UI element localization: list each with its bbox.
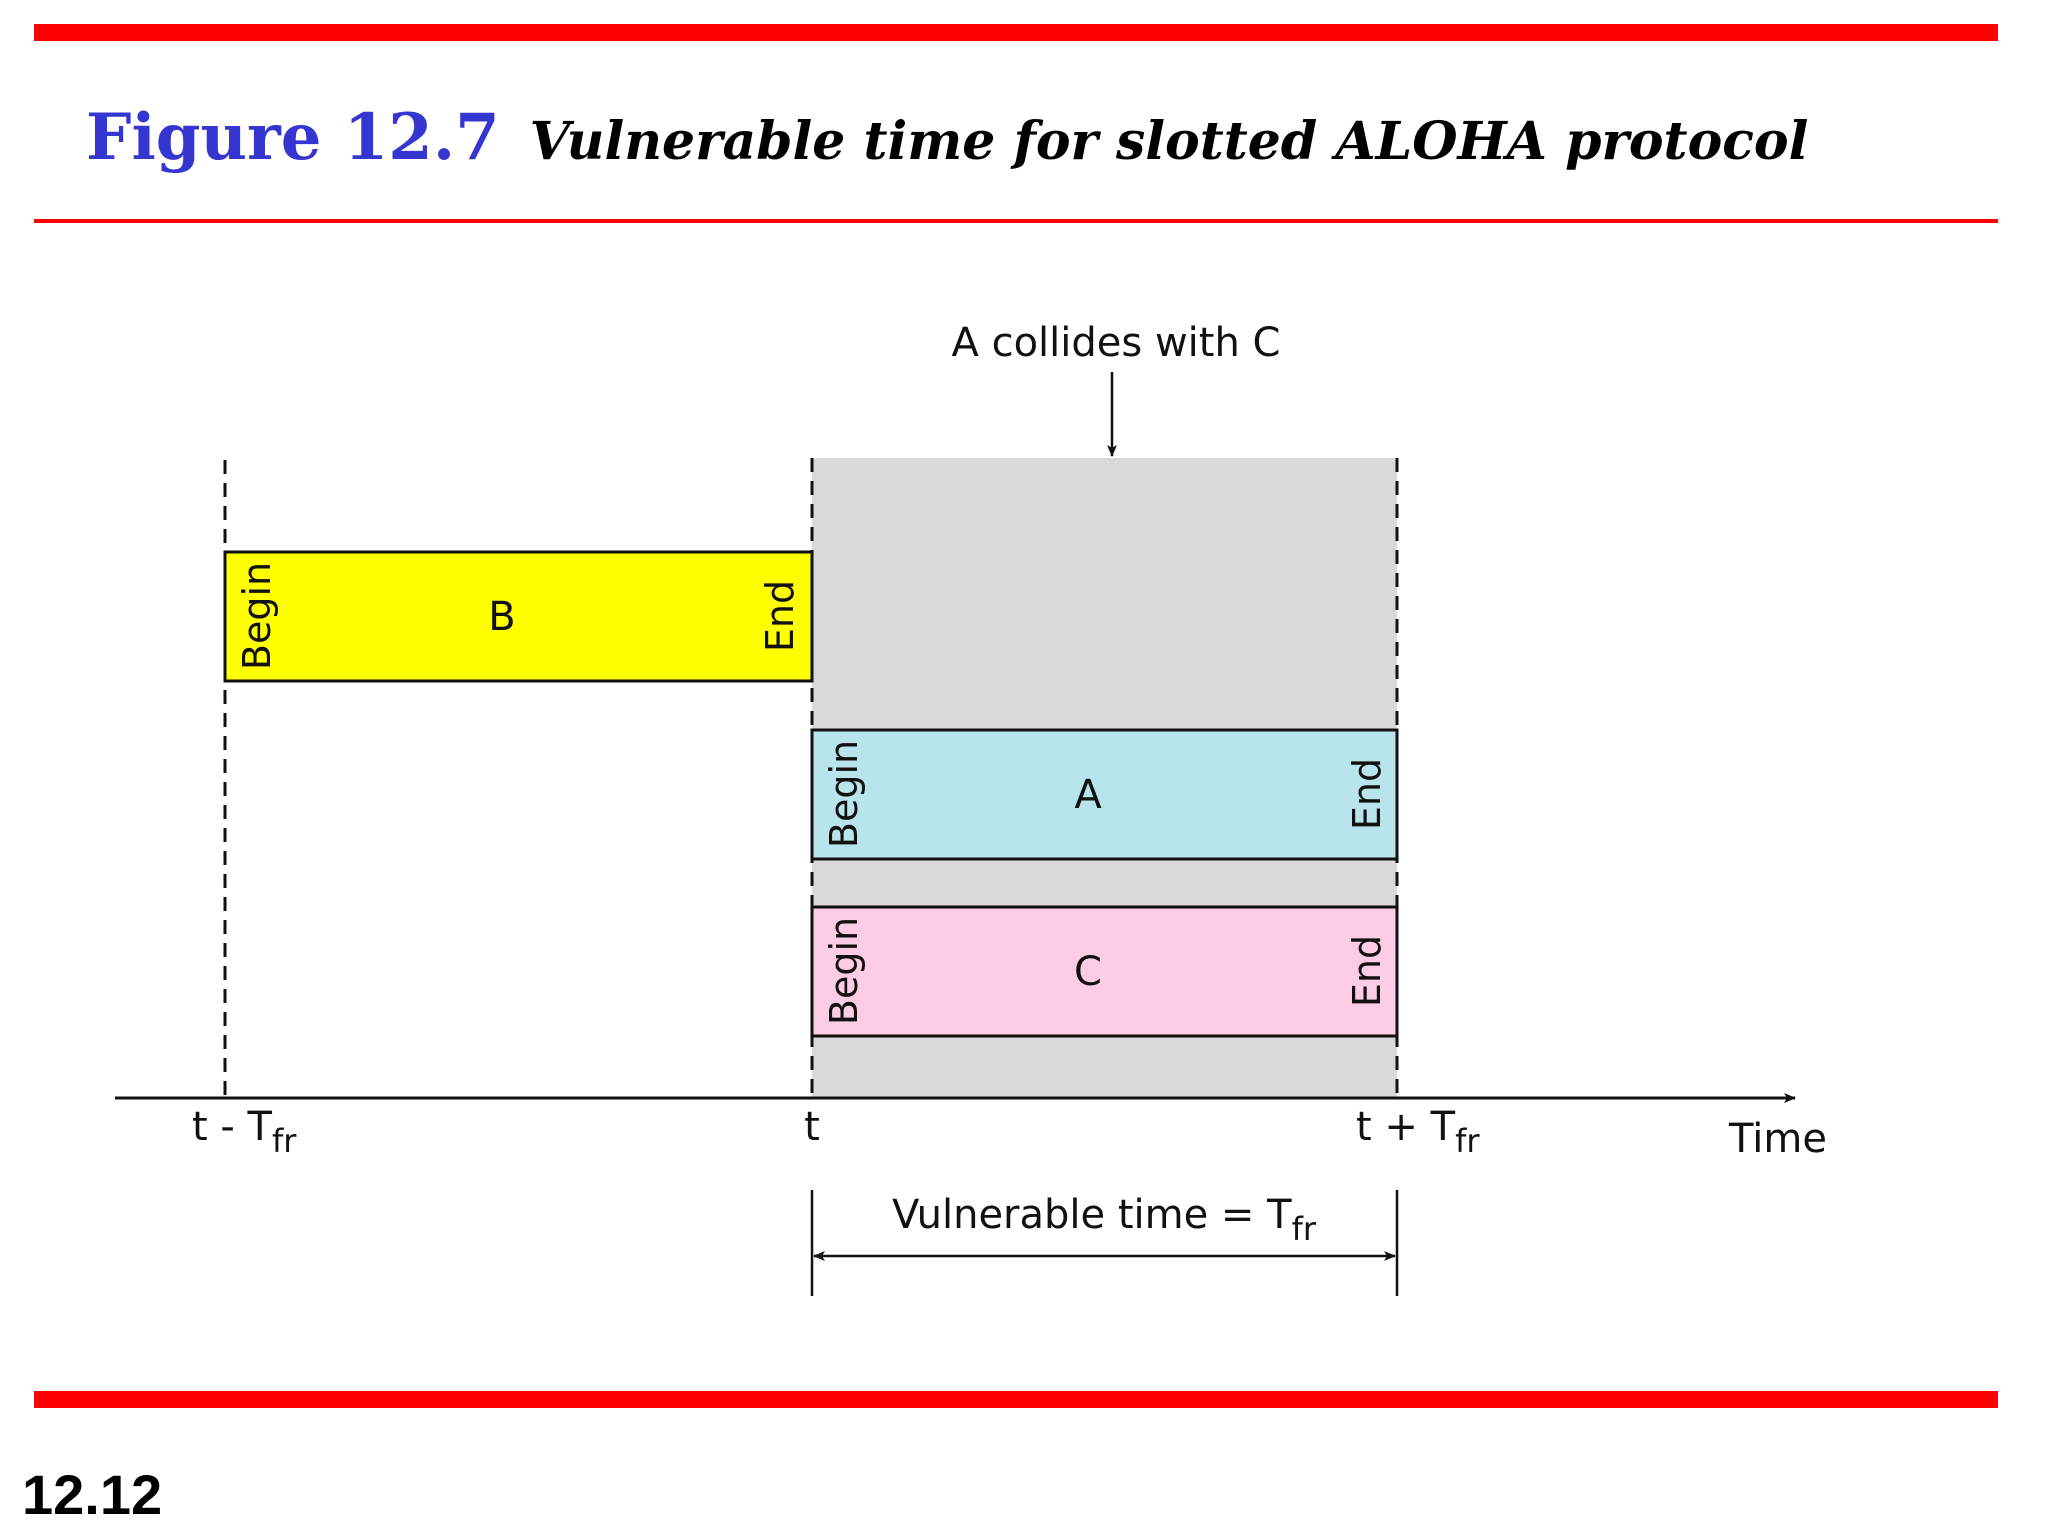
figure-title: Figure 12.7 Vulnerable time for slotted A… xyxy=(86,100,1808,175)
frame-c: Begin C End xyxy=(810,905,1399,1038)
collision-annotation: A collides with C xyxy=(952,320,1281,366)
frame-b-begin-label: Begin xyxy=(235,562,279,670)
frame-c-label: C xyxy=(1074,949,1102,995)
slide-number: 12.12 xyxy=(22,1463,163,1526)
vulnerable-time-label-sub: fr xyxy=(1292,1210,1317,1248)
vulnerable-time-label-main: Vulnerable time = T xyxy=(892,1192,1292,1238)
frame-a-begin-label: Begin xyxy=(822,740,866,848)
bottom-red-rule xyxy=(34,1391,1998,1408)
title-underline-rule xyxy=(34,219,1998,223)
vulnerable-time-label: Vulnerable time = Tfr xyxy=(892,1192,1317,1248)
frame-b-label: B xyxy=(488,594,515,640)
tick-label-t-plus: t + Tfr xyxy=(1356,1104,1480,1160)
time-axis-label: Time xyxy=(1728,1116,1827,1162)
frame-b-end-label: End xyxy=(758,580,802,652)
frame-a-box xyxy=(810,728,1399,861)
tick-label-t-plus-main: t + T xyxy=(1356,1104,1456,1150)
figure-number: Figure 12.7 xyxy=(86,100,500,175)
figure-caption: Vulnerable time for slotted ALOHA protoc… xyxy=(529,111,1809,172)
frame-a-label: A xyxy=(1074,772,1102,818)
tick-label-t-minus: t - Tfr xyxy=(192,1104,297,1160)
frame-b-box xyxy=(223,550,814,683)
tick-label-t-minus-main: t - T xyxy=(192,1104,273,1150)
frame-c-end-label: End xyxy=(1345,935,1389,1007)
tick-label-t: t xyxy=(804,1104,820,1150)
tick-label-t-minus-sub: fr xyxy=(272,1122,297,1160)
tick-label-t-plus-sub: fr xyxy=(1455,1122,1480,1160)
frame-b: Begin B End xyxy=(223,550,814,683)
frame-c-begin-label: Begin xyxy=(822,917,866,1025)
frame-a-end-label: End xyxy=(1345,758,1389,830)
top-red-rule xyxy=(34,24,1998,41)
frame-c-box xyxy=(810,905,1399,1038)
frame-a: Begin A End xyxy=(810,728,1399,861)
